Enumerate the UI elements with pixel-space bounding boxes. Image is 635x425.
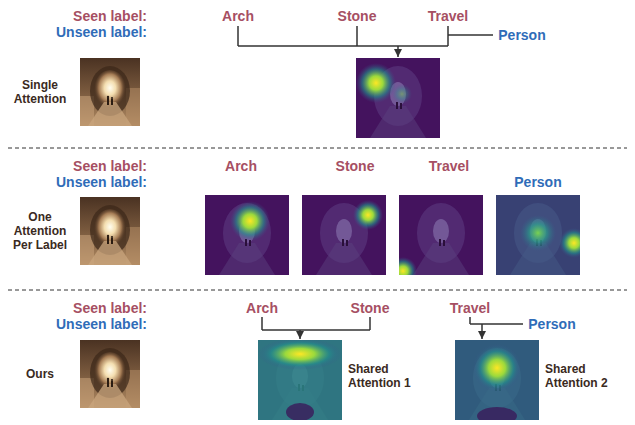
seen-label: Stone xyxy=(351,300,390,316)
seen-label-heading: Seen label: xyxy=(73,8,147,24)
seen-label: Arch xyxy=(246,300,278,316)
unseen-label: Person xyxy=(514,174,561,190)
unseen-label: Person xyxy=(498,27,545,43)
seen-label: Travel xyxy=(429,158,469,174)
scene-photo xyxy=(80,340,140,408)
label-bracket xyxy=(238,26,493,57)
attention-map xyxy=(399,195,483,275)
seen-label: Arch xyxy=(222,8,254,24)
unseen-label: Person xyxy=(528,316,575,332)
attention-map xyxy=(455,340,539,420)
scene-photo xyxy=(80,197,140,265)
seen-label: Stone xyxy=(336,158,375,174)
attention-map xyxy=(496,195,580,275)
seen-label-heading: Seen label: xyxy=(73,158,147,174)
attention-map xyxy=(356,58,440,138)
unseen-label-heading: Unseen label: xyxy=(56,316,147,332)
unseen-label-heading: Unseen label: xyxy=(56,24,147,40)
attention-caption: Shared Attention 2 xyxy=(545,362,625,390)
row-divider xyxy=(8,148,627,149)
row-title: Single Attention xyxy=(5,78,75,106)
attention-map xyxy=(258,340,342,420)
seen-label-heading: Seen label: xyxy=(73,300,147,316)
row-title: One Attention Per Label xyxy=(5,210,75,252)
label-bracket xyxy=(262,317,523,339)
attention-caption: Shared Attention 1 xyxy=(348,362,428,390)
seen-label: Arch xyxy=(225,158,257,174)
seen-label: Travel xyxy=(428,8,468,24)
seen-label: Stone xyxy=(338,8,377,24)
row-title: Ours xyxy=(26,367,54,381)
seen-label: Travel xyxy=(450,300,490,316)
attention-map xyxy=(302,195,386,275)
row-divider xyxy=(8,290,627,291)
unseen-label-heading: Unseen label: xyxy=(56,174,147,190)
scene-photo xyxy=(80,58,140,126)
attention-map xyxy=(205,195,289,275)
